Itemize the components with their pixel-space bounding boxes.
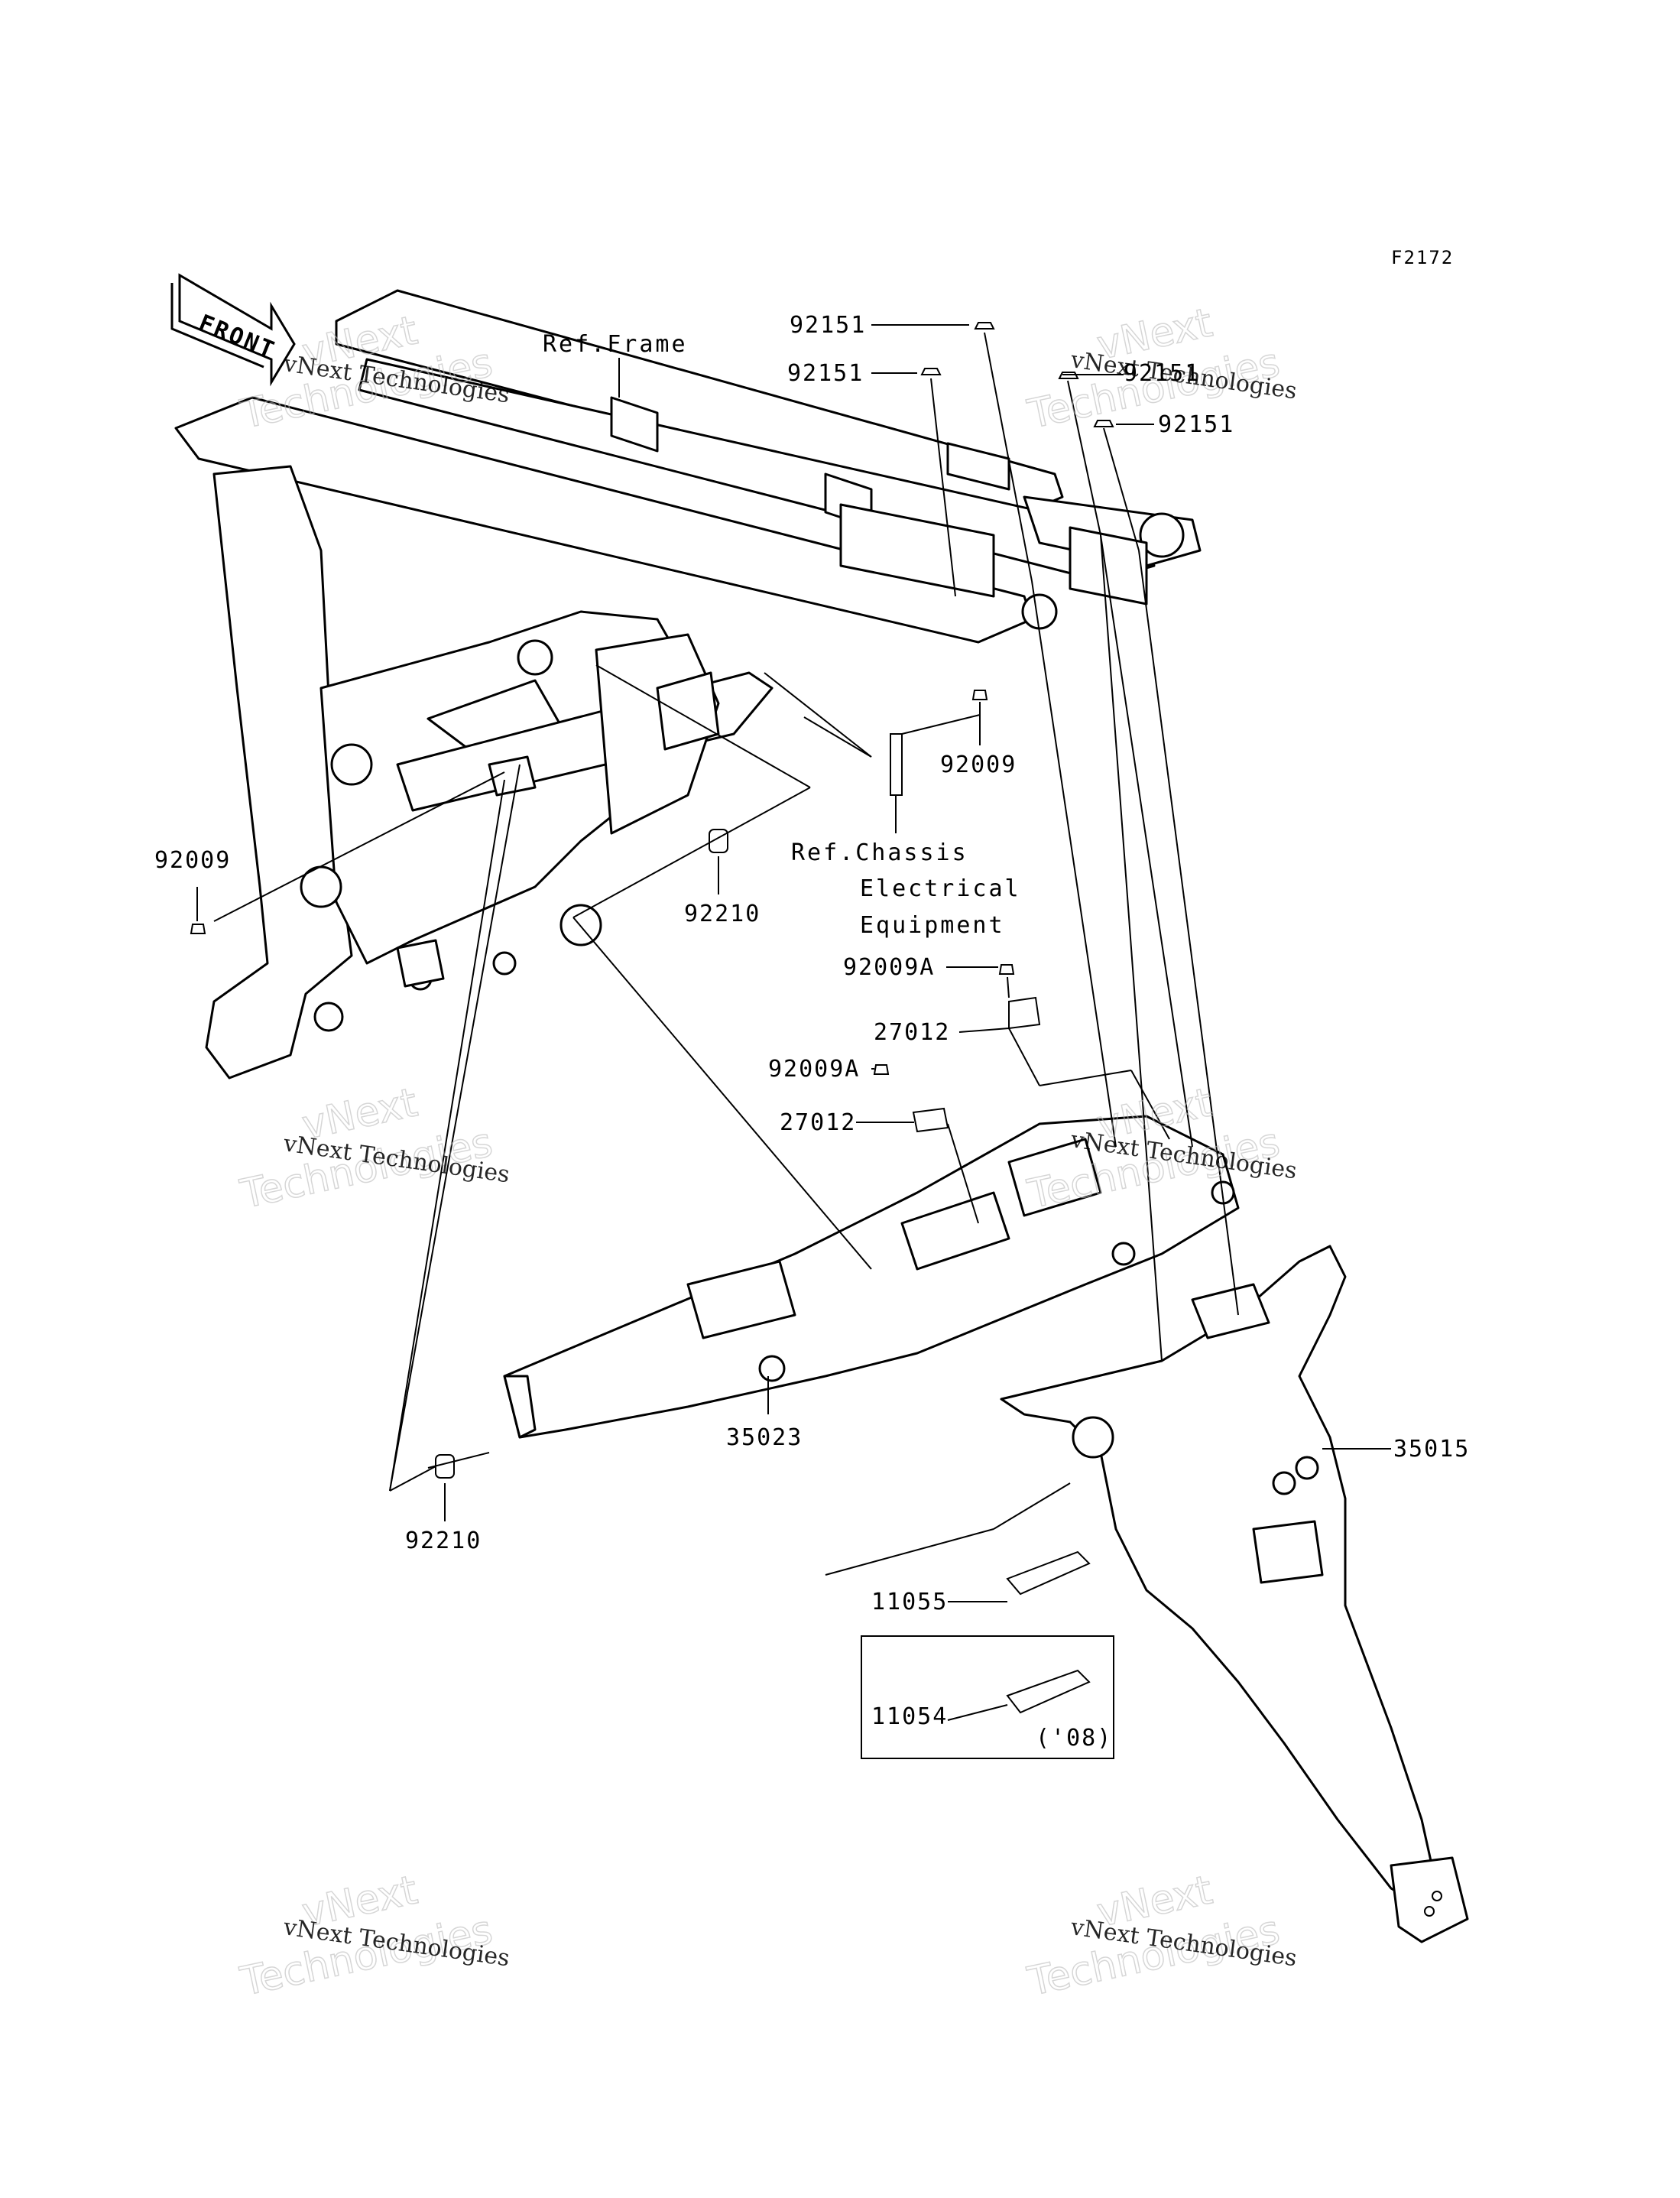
rear-fender-35015: [1000, 1245, 1469, 1943]
ref-chassis-label-2: Electrical: [860, 875, 1021, 902]
part-92009A-b: 92009A: [768, 1056, 860, 1083]
part-92009A-a: 92009A: [843, 954, 935, 981]
part-27012-b: 27012: [780, 1109, 856, 1136]
part-92210-a: 92210: [684, 901, 761, 927]
part-11055: 11055: [871, 1589, 948, 1615]
part-92151-b: 92151: [787, 360, 864, 387]
part-27012-a: 27012: [874, 1019, 950, 1046]
variant-note: ('08): [1036, 1725, 1112, 1752]
part-92151-c: 92151: [1124, 360, 1200, 387]
part-92151-a: 92151: [790, 312, 866, 339]
variant-box: [861, 1635, 1114, 1759]
leader-lines: [196, 324, 1391, 1721]
ref-frame-label: Ref.Frame: [543, 331, 688, 358]
front-arrow-icon: FRONT: [170, 273, 296, 387]
part-92210-b: 92210: [405, 1528, 482, 1554]
figure-id: F2172: [1391, 247, 1454, 268]
part-92151-d: 92151: [1158, 411, 1234, 438]
part-92009-b: 92009: [154, 847, 231, 874]
part-92009-a: 92009: [940, 752, 1017, 778]
part-11054: 11054: [871, 1703, 948, 1730]
ref-chassis-label-3: Equipment: [860, 912, 1005, 939]
rear-fender-inner-35023: [503, 1115, 1240, 1439]
ref-chassis-label-1: Ref.Chassis: [791, 839, 968, 866]
part-35023: 35023: [726, 1424, 803, 1451]
part-35015: 35015: [1393, 1436, 1470, 1463]
frame-assembly: [174, 289, 1202, 1080]
